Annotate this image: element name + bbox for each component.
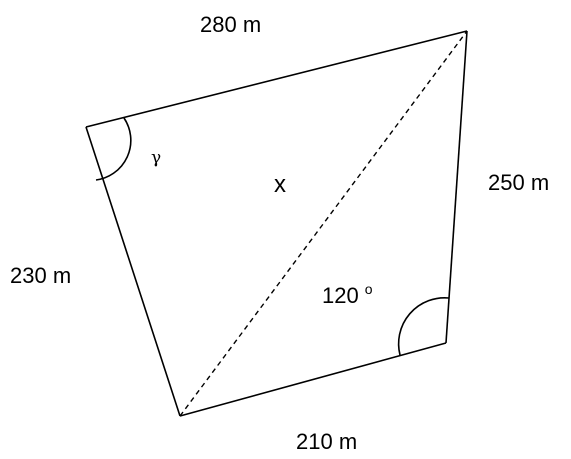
label-side-top: 280 m — [200, 12, 261, 37]
label-diagonal-x: x — [274, 171, 286, 198]
label-side-right: 250 m — [488, 170, 549, 195]
label-side-bottom: 210 m — [296, 429, 357, 454]
degree-symbol: o — [365, 281, 373, 297]
side-top-line — [85, 30, 468, 128]
side-bottom-line — [179, 342, 447, 417]
angle-gamma-arc — [95, 117, 132, 181]
angle-120-arc — [397, 297, 450, 356]
label-angle-120-value: 120 — [322, 283, 359, 308]
label-side-left: 230 m — [10, 263, 71, 288]
side-right-line — [445, 30, 468, 344]
diagonal-x-line — [179, 30, 468, 417]
label-angle-gamma: γ — [151, 148, 161, 168]
side-left-line — [85, 126, 181, 417]
label-angle-120: 120 o — [322, 281, 373, 308]
